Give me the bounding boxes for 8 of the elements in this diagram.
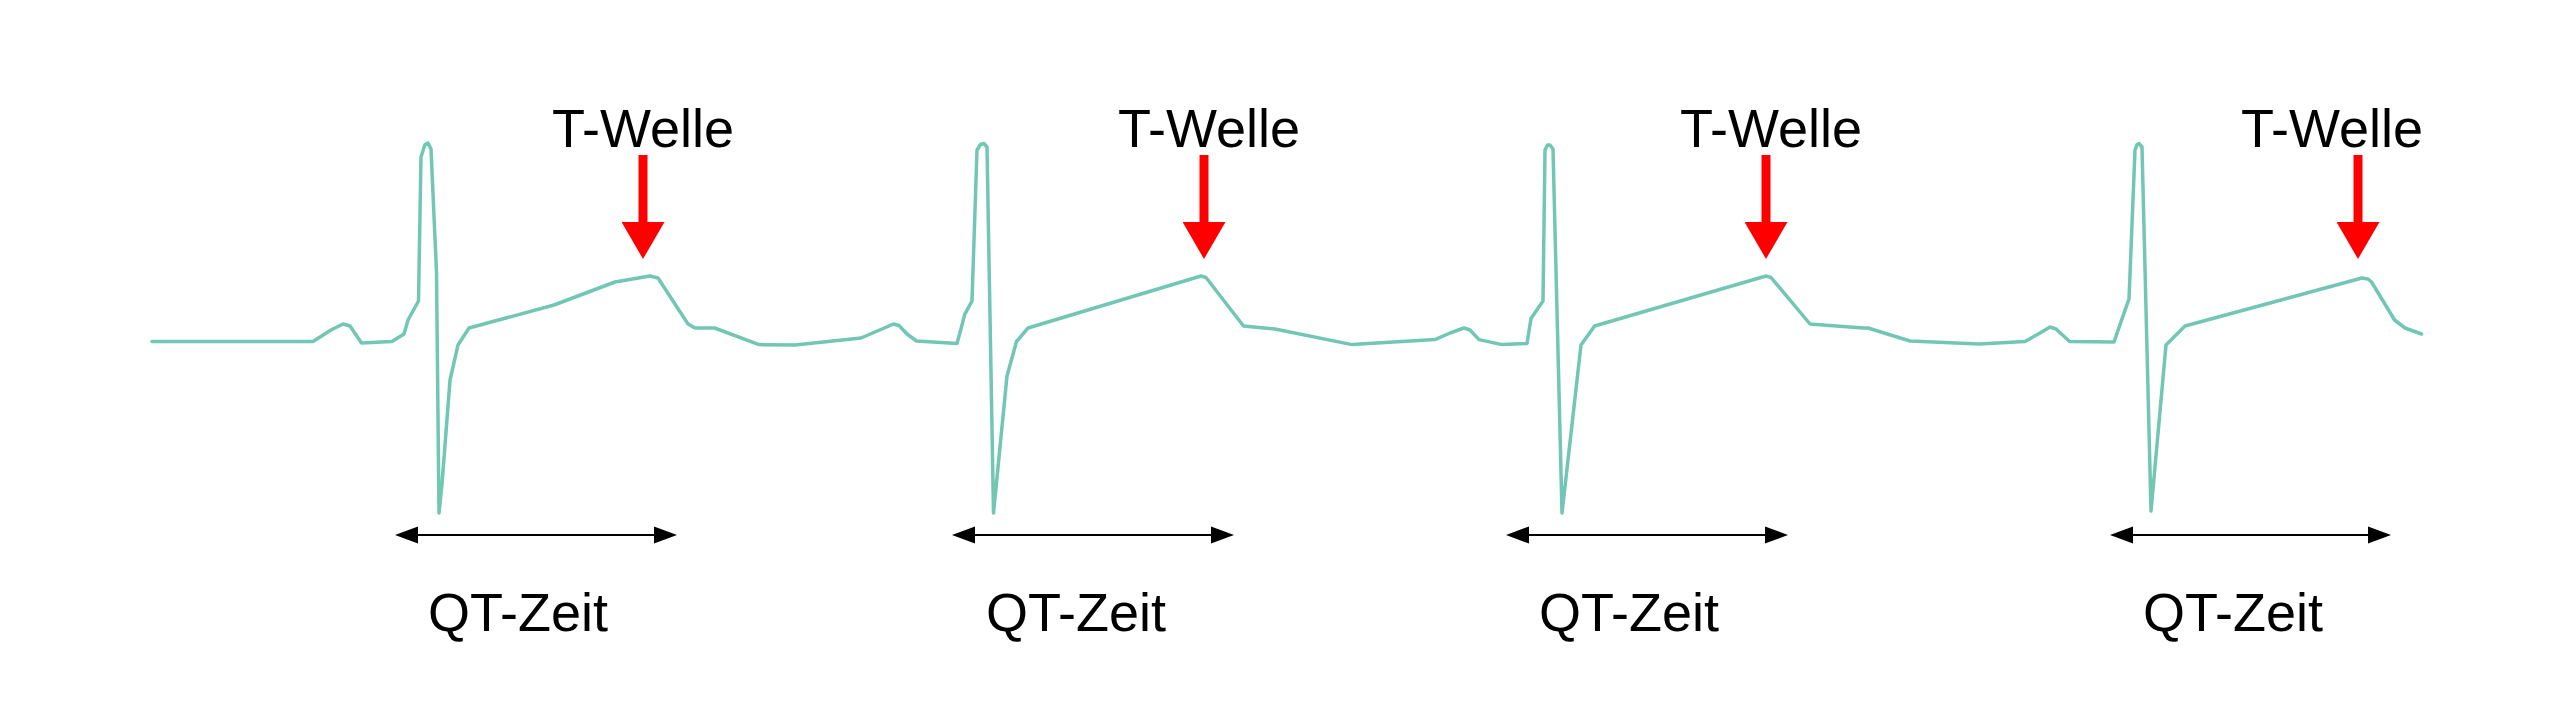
callout-label: T-Welle [1118, 101, 1300, 155]
arrow [621, 155, 665, 259]
callout-label: T-Welle [552, 101, 734, 155]
callout-label: T-Welle [2241, 101, 2423, 155]
callout-label: T-Welle [1680, 101, 1862, 155]
arrow [2336, 155, 2380, 259]
arrow [1182, 155, 1226, 259]
arrow [1744, 155, 1788, 259]
